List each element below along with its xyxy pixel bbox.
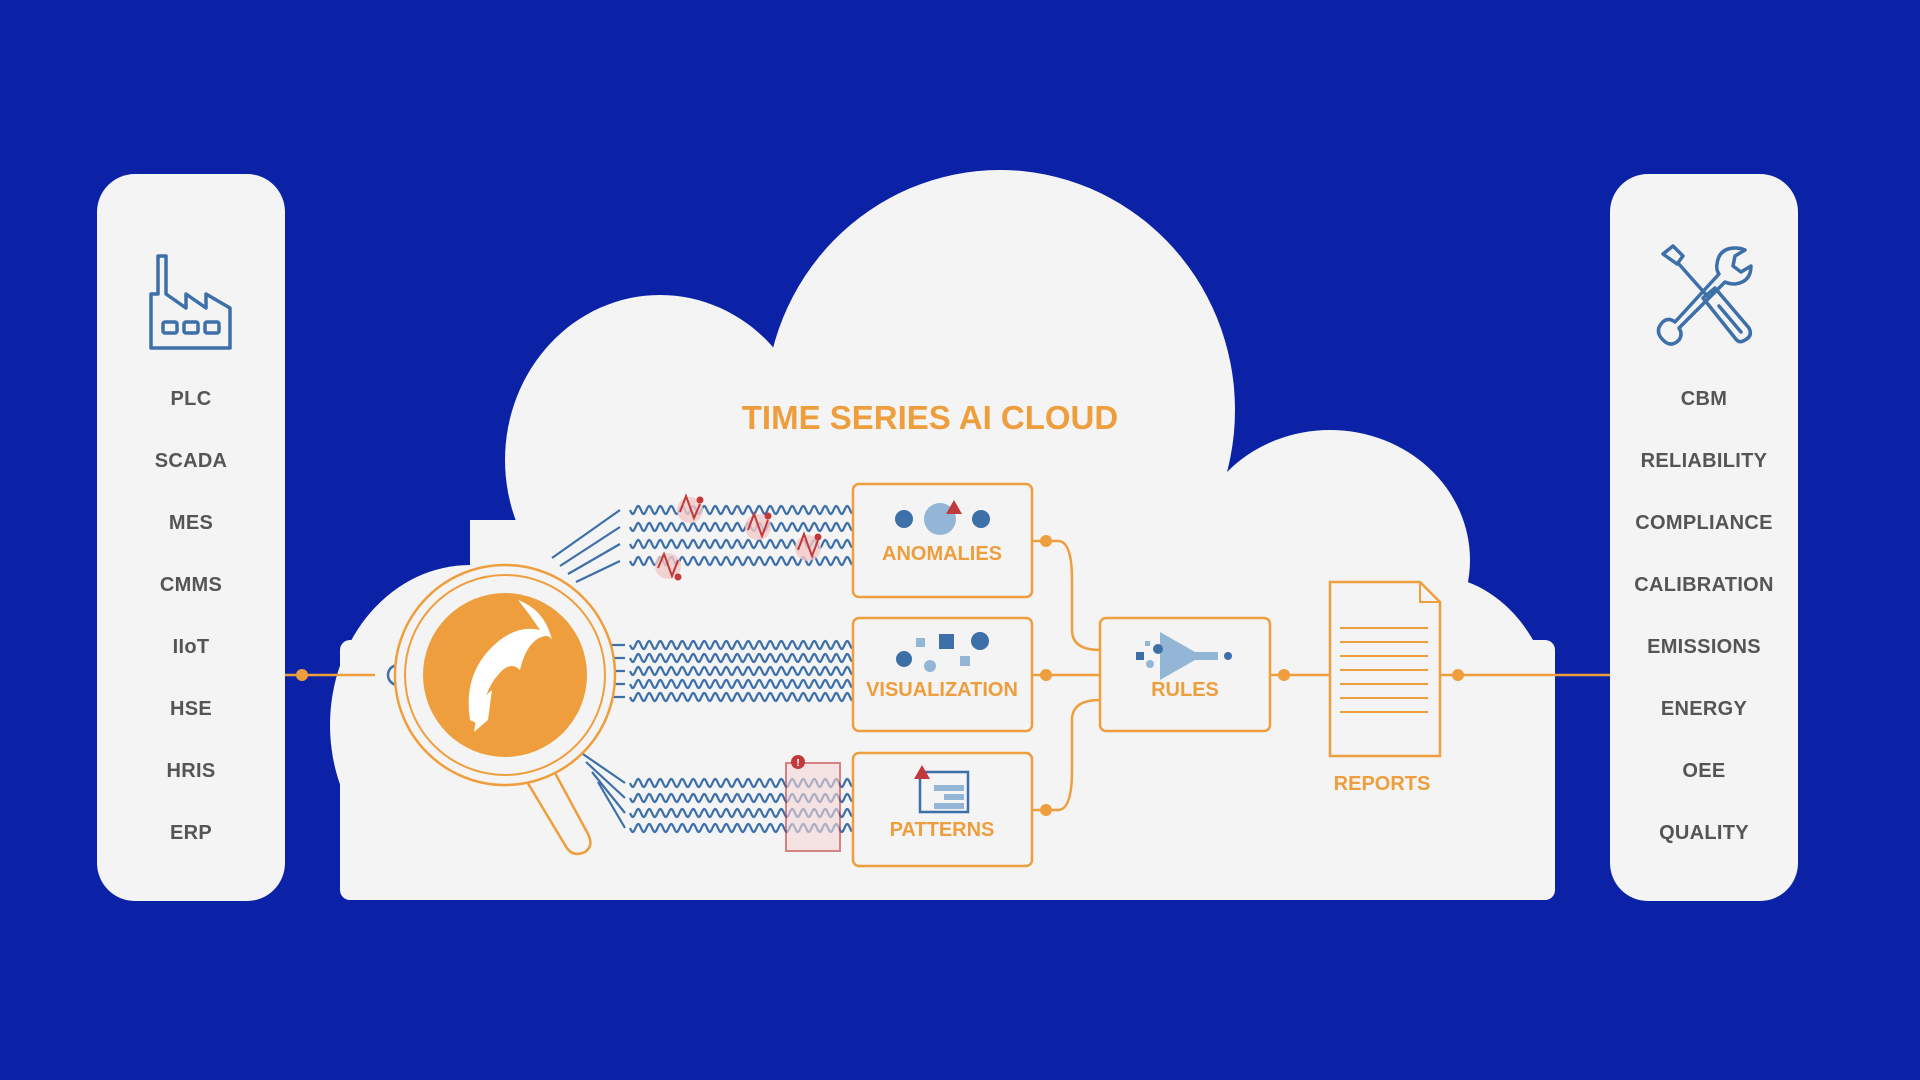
app-item-compliance: COMPLIANCE [1635, 512, 1773, 534]
visualization-node: VISUALIZATION [851, 616, 1034, 733]
applications-panel: CBM RELIABILITY COMPLIANCE CALIBRATION E… [1610, 174, 1798, 901]
wave-connector [591, 771, 626, 814]
reports-label: REPORTS [1334, 773, 1431, 795]
dot-reports [1452, 669, 1464, 681]
source-item-iiot: IIoT [172, 636, 210, 658]
svg-text:!: ! [796, 758, 799, 769]
wave-connector [559, 526, 621, 567]
dot-anomalies [1040, 535, 1052, 547]
anomaly-highlights: ! [655, 493, 841, 852]
app-item-reliability: RELIABILITY [1640, 450, 1768, 472]
bird-logo-icon [468, 600, 552, 732]
dot-rules [1278, 669, 1290, 681]
magnifier-logo [393, 563, 617, 856]
dot-left [296, 669, 308, 681]
app-item-quality: QUALITY [1659, 822, 1749, 844]
wave-connector [597, 781, 626, 829]
app-item-emissions: EMISSIONS [1647, 636, 1761, 658]
cloud-title: TIME SERIES AI CLOUD [742, 399, 1118, 436]
wave-line [629, 639, 853, 651]
source-item-hse: HSE [169, 698, 213, 720]
funnel-icon [1160, 632, 1218, 680]
source-item-cmms: CMMS [159, 574, 223, 596]
anomalies-label: ANOMALIES [882, 543, 1002, 565]
dot-patterns [1040, 804, 1052, 816]
dot-visualization [1040, 669, 1052, 681]
factory-icon [149, 254, 232, 350]
wave-connector [585, 761, 626, 799]
wave-line [629, 521, 853, 533]
wave-connector [551, 509, 621, 559]
app-item-oee: OEE [1682, 760, 1726, 782]
reports-node: REPORTS [1328, 580, 1442, 795]
wave-line [629, 665, 853, 677]
warning-icon [914, 765, 930, 779]
app-item-cbm: CBM [1680, 388, 1728, 410]
wave-line [629, 504, 853, 516]
rules-label: RULES [1151, 679, 1219, 701]
app-item-energy: ENERGY [1660, 698, 1748, 720]
rules-node: RULES [1098, 616, 1272, 733]
wave-line [629, 678, 853, 690]
wave-line [629, 691, 853, 703]
source-item-scada: SCADA [154, 450, 228, 472]
source-item-erp: ERP [169, 822, 213, 844]
tools-icon [1656, 244, 1753, 346]
wave-connector [567, 543, 621, 575]
anomalies-node: ANOMALIES [851, 482, 1034, 599]
data-sources-panel: PLC SCADA MES CMMS IIoT HSE HRIS ERP [97, 174, 285, 901]
warning-icon [946, 500, 962, 514]
patterns-node: PATTERNS [851, 751, 1034, 868]
patterns-label: PATTERNS [890, 819, 995, 841]
source-item-plc: PLC [170, 388, 212, 410]
source-item-mes: MES [168, 512, 214, 534]
connector-dots [296, 535, 1464, 816]
app-item-calibration: CALIBRATION [1634, 574, 1774, 596]
wave-line [629, 652, 853, 664]
source-item-hris: HRIS [166, 760, 216, 782]
wave-connector [575, 560, 621, 583]
wave-connector [579, 751, 626, 784]
visualization-label: VISUALIZATION [866, 679, 1018, 701]
